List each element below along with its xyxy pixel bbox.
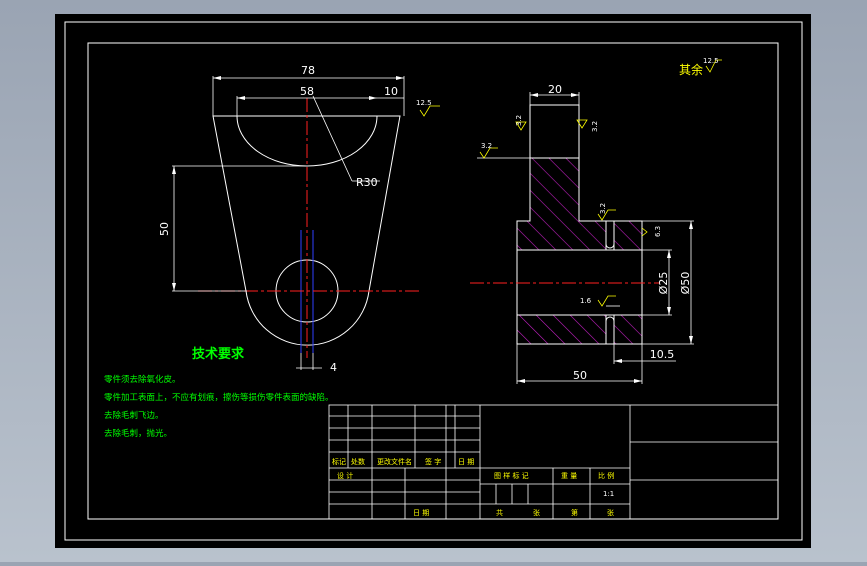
title-block bbox=[328, 404, 779, 520]
general-roughness-value: 12.5 bbox=[703, 57, 719, 65]
roughness-boss-right: 3.2 bbox=[591, 121, 599, 132]
dim-width-top: 78 bbox=[301, 64, 315, 77]
dim-bore: Ø25 bbox=[657, 272, 670, 295]
front-dim-arrows bbox=[172, 76, 404, 291]
note-item-3: 去除毛刺飞边。 bbox=[104, 410, 164, 421]
dim-hub: 10.5 bbox=[650, 348, 675, 361]
tb-sheet-unit: 张 bbox=[533, 508, 540, 517]
tb-total: 共 bbox=[496, 508, 503, 517]
dim-slot: 4 bbox=[330, 361, 337, 374]
roughness-left: 3.2 bbox=[481, 142, 492, 150]
side-view-hatch bbox=[517, 158, 642, 344]
note-item-1: 零件须去除氧化皮。 bbox=[104, 374, 181, 385]
side-view-outline bbox=[516, 104, 643, 345]
dim-offset: 10 bbox=[384, 85, 398, 98]
dim-outer: Ø50 bbox=[679, 272, 692, 295]
front-outline bbox=[212, 115, 401, 346]
tb-scale-value: 1:1 bbox=[603, 490, 614, 498]
side-roughness-marks bbox=[479, 119, 648, 307]
tb-design-date: 日 期 bbox=[413, 509, 429, 517]
paper-sheet bbox=[55, 14, 811, 548]
tb-date: 日 期 bbox=[458, 458, 474, 466]
side-dim-arrows bbox=[517, 93, 693, 383]
dim-arc-width: 58 bbox=[300, 85, 314, 98]
dim-height: 50 bbox=[158, 222, 171, 236]
roughness-right: 6.3 bbox=[654, 226, 662, 237]
note-item-4: 去除毛刺，抛光。 bbox=[104, 428, 172, 439]
front-dimensions bbox=[172, 76, 405, 370]
roughness-mark-top bbox=[419, 105, 440, 117]
tb-sheet-unit-2: 张 bbox=[607, 508, 614, 517]
title-block-labels: 标记 处数 更改文件名 签 字 日 期 设 计 日 期 图 样 标 记 重 量 … bbox=[332, 457, 614, 517]
notes-title: 技术要求 bbox=[192, 346, 245, 362]
dim-radius: R30 bbox=[356, 176, 378, 189]
tb-design: 设 计 bbox=[337, 471, 353, 480]
tb-scale-label: 比 例 bbox=[598, 471, 614, 480]
tb-change-doc: 更改文件名 bbox=[377, 457, 412, 466]
note-item-2: 零件加工表面上，不应有划痕，擦伤等损伤零件表面的缺陷。 bbox=[104, 392, 334, 403]
tb-count: 处数 bbox=[351, 457, 365, 466]
outer-frame bbox=[64, 21, 803, 541]
tb-stage-mark: 图 样 标 记 bbox=[494, 471, 529, 480]
tb-sheet-no: 第 bbox=[571, 508, 578, 517]
dim-boss-width: 20 bbox=[548, 83, 562, 96]
dim-length: 50 bbox=[573, 369, 587, 382]
roughness-boss-left: 3.2 bbox=[515, 115, 523, 126]
roughness-step: 3.2 bbox=[599, 203, 607, 214]
roughness-bore: 1.6 bbox=[580, 297, 592, 305]
side-dimensions bbox=[477, 92, 694, 384]
tb-sign: 签 字 bbox=[425, 457, 441, 466]
roughness-top: 12.5 bbox=[416, 99, 432, 107]
general-roughness-label: 其余 bbox=[679, 62, 703, 77]
general-roughness-mark bbox=[705, 59, 722, 73]
tb-mark: 标记 bbox=[332, 457, 346, 466]
tb-weight: 重 量 bbox=[561, 472, 577, 480]
